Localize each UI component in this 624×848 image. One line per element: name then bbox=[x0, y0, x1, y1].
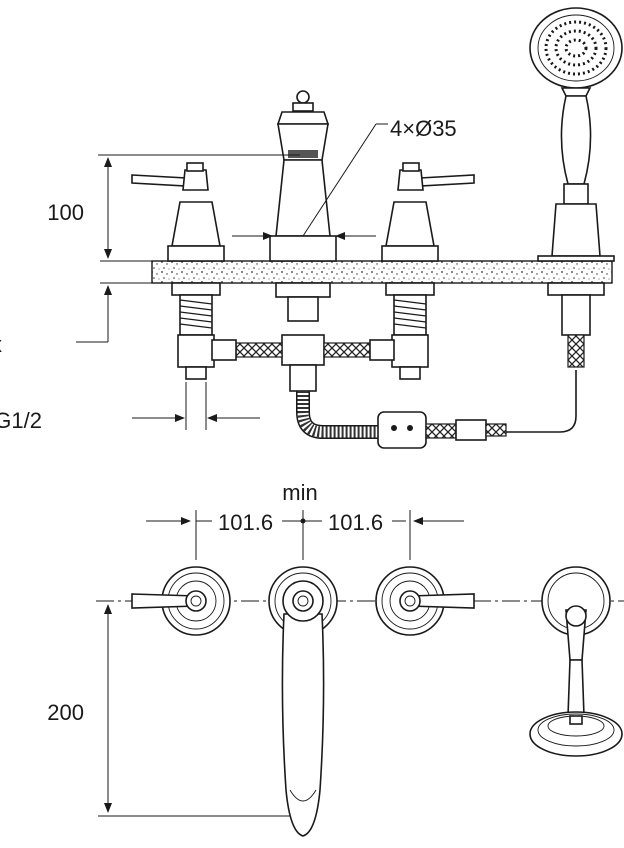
right-handle-valve bbox=[381, 162, 475, 380]
dimension-thread: 2×G1/2 bbox=[0, 382, 260, 433]
dimension-label-hole: 4×Ø35 bbox=[390, 116, 457, 141]
dimension-spout-depth: 200 bbox=[47, 604, 290, 817]
dimension-label-spacing-right: 101.6 bbox=[328, 510, 383, 535]
countertop-section bbox=[100, 260, 613, 284]
dimension-spacing: min 101.6 101.6 bbox=[146, 480, 464, 560]
center-spout-body bbox=[269, 90, 337, 392]
dimension-label-thread: 2×G1/2 bbox=[0, 408, 42, 433]
hand-shower bbox=[529, 7, 623, 368]
dimension-label-50max: 50max bbox=[0, 332, 2, 357]
center-spout-plan bbox=[268, 566, 338, 837]
right-handle-plan bbox=[375, 566, 475, 636]
dimension-deck-thickness: 50max bbox=[0, 285, 112, 357]
dimension-label-spacing-left: 101.6 bbox=[218, 510, 273, 535]
dimension-height-100: 100 bbox=[47, 154, 300, 259]
dimension-hole-diameter: 4×Ø35 bbox=[232, 116, 457, 240]
dimension-label-200: 200 bbox=[47, 700, 84, 725]
plan-view: min 101.6 101.6 bbox=[47, 480, 624, 837]
shower-hose bbox=[296, 370, 577, 449]
left-handle-valve bbox=[131, 162, 225, 380]
dimension-label-min: min bbox=[282, 480, 317, 505]
hand-shower-plan bbox=[529, 566, 623, 757]
dimension-label-100: 100 bbox=[47, 200, 84, 225]
side-elevation-view: 100 4×Ø35 50max 2×G1/2 bbox=[0, 7, 623, 449]
left-handle-plan bbox=[131, 566, 231, 636]
connecting-hoses bbox=[211, 339, 395, 361]
